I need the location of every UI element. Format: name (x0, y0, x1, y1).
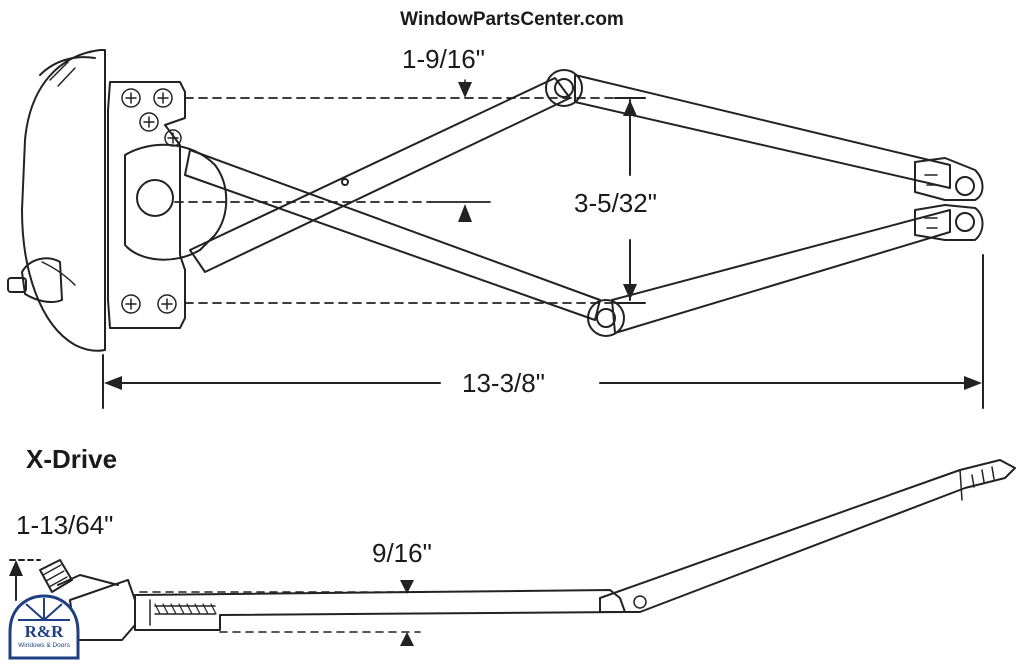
dim-label-overall-length: 13-3/8" (462, 368, 545, 398)
site-name: WindowPartsCenter.com (400, 9, 624, 30)
dim-label-arm-spacing: 3-5/32" (574, 188, 657, 218)
gear-sector (124, 143, 228, 261)
dimension-arrows (9, 82, 982, 646)
side-view-link-arm (599, 459, 1016, 613)
side-extension-lines (139, 591, 421, 633)
side-view-arm-base (134, 589, 626, 631)
lower-link-arm (611, 209, 951, 334)
pivot-hole (136, 179, 174, 217)
lower-pivot (587, 299, 625, 337)
logo-main-text: R&R (24, 622, 64, 641)
section-title-x-drive: X-Drive (26, 444, 118, 474)
sash-shoe-upper (914, 157, 984, 201)
dim-label-height: 1-13/64" (16, 510, 114, 540)
upper-drive-arm (189, 77, 571, 273)
dim-label-arm-thickness: 9/16" (372, 538, 432, 568)
sash-shoe-lower (914, 204, 984, 241)
logo-arch (8, 594, 80, 660)
logo-sub-text: Windows & Doors (18, 642, 70, 649)
base-plate (107, 81, 186, 329)
lower-drive-arm (184, 149, 601, 321)
operator-housing (21, 49, 106, 352)
rr-windows-logo: R&R Windows & Doors (6, 594, 82, 658)
crank-stud (7, 257, 76, 304)
upper-pivot (545, 69, 583, 107)
dim-label-arm-offset: 1-9/16" (402, 44, 485, 74)
dim-13-3-8-line (102, 254, 984, 409)
upper-link-arm (574, 74, 951, 189)
extension-lines (174, 97, 646, 304)
